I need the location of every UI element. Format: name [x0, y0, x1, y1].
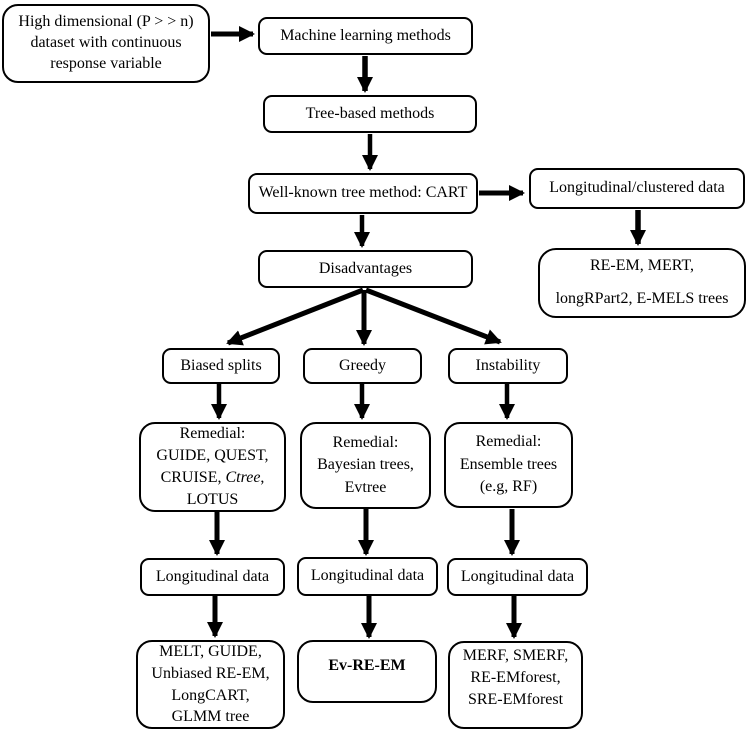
- node-line: GUIDE, QUEST,: [156, 447, 269, 465]
- node-machine-learning-methods: Machine learning methods: [258, 17, 473, 55]
- node-label: Ev-RE-EM: [328, 657, 406, 675]
- node-cart: Well-known tree method: CART: [248, 173, 478, 214]
- node-high-dimensional-dataset: High dimensional (P > > n) dataset with …: [2, 4, 210, 83]
- node-label: Tree-based methods: [305, 104, 435, 122]
- node-line: longRPart2, E-MELS trees: [555, 290, 729, 307]
- node-greedy: Greedy: [303, 348, 422, 384]
- node-line: Unbiased RE-EM,: [151, 664, 270, 682]
- node-instability: Instability: [448, 348, 568, 384]
- node-label: Instability: [475, 356, 541, 374]
- node-line: SRE-EMforest: [467, 691, 564, 709]
- node-disadvantages: Disadvantages: [258, 250, 473, 288]
- node-line: RE-EMforest,: [470, 668, 561, 686]
- node-label: Longitudinal data: [155, 567, 270, 585]
- node-label: Longitudinal data: [310, 567, 425, 585]
- node-line: RE-EM, MERT,: [589, 257, 695, 275]
- node-label: Disadvantages: [318, 259, 413, 277]
- node-label: Biased splits: [180, 356, 262, 374]
- node-remedial-instability: Remedial: Ensemble trees (e.g, RF): [444, 422, 573, 508]
- node-line: Evtree: [344, 478, 387, 496]
- node-longitudinal-data-2: Longitudinal data: [297, 557, 438, 596]
- node-line: Ensemble trees: [459, 455, 558, 473]
- node-line: CRUISE, Ctree,: [160, 469, 265, 486]
- node-label: Well-known tree method: CART: [258, 184, 468, 202]
- node-biased-splits: Biased splits: [162, 348, 280, 384]
- node-longitudinal-data-1: Longitudinal data: [140, 558, 285, 596]
- node-label: Longitudinal/clustered data: [549, 179, 725, 197]
- node-tree-based-methods: Tree-based methods: [263, 95, 477, 133]
- node-line: Remedial:: [179, 425, 246, 443]
- arrow-disadv-to-biased: [226, 287, 364, 346]
- node-line: MELT, GUIDE,: [159, 642, 262, 660]
- node-remedial-greedy: Remedial: Bayesian trees, Evtree: [300, 422, 431, 509]
- node-label: Greedy: [338, 356, 387, 374]
- node-line: High dimensional (P > > n): [18, 13, 194, 31]
- node-melt-guide-trees: MELT, GUIDE, Unbiased RE-EM, LongCART, G…: [136, 640, 285, 729]
- node-longitudinal-data-3: Longitudinal data: [447, 558, 588, 596]
- node-remedial-biased-splits: Remedial: GUIDE, QUEST, CRUISE, Ctree, L…: [139, 422, 286, 512]
- arrow-disadv-to-instability: [365, 287, 502, 345]
- node-line: Remedial:: [332, 433, 399, 451]
- node-label: Longitudinal data: [460, 567, 575, 585]
- node-reem-mert-trees: RE-EM, MERT, longRPart2, E-MELS trees: [538, 248, 746, 318]
- node-merf-smerf-forests: MERF, SMERF, RE-EMforest, SRE-EMforest: [448, 641, 583, 729]
- node-line: MERF, SMERF,: [462, 646, 569, 664]
- node-label: Machine learning methods: [280, 26, 451, 44]
- node-line: GLMM tree: [171, 708, 250, 726]
- node-ev-re-em: Ev-RE-EM: [297, 640, 437, 703]
- node-line: response variable: [50, 54, 162, 72]
- node-line: Remedial:: [475, 433, 542, 451]
- node-line: Bayesian trees,: [317, 456, 414, 474]
- node-line: (e.g, RF): [479, 478, 538, 496]
- node-line: LOTUS: [186, 490, 239, 508]
- node-line: dataset with continuous: [30, 34, 182, 52]
- node-longitudinal-clustered-data: Longitudinal/clustered data: [529, 168, 745, 209]
- node-line: LongCART,: [171, 686, 250, 704]
